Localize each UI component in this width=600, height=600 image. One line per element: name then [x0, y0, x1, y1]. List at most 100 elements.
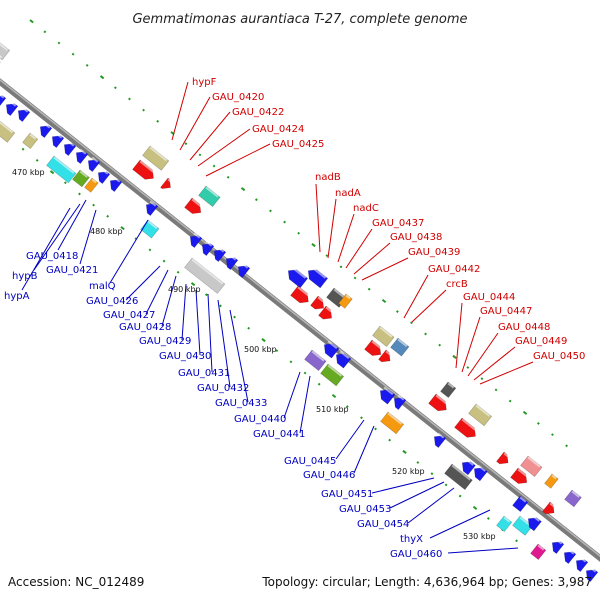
gene-feature — [527, 514, 542, 532]
gene-label[interactable]: GAU_0451 — [321, 489, 373, 500]
gene-feature — [84, 177, 99, 193]
gene-highlight — [379, 326, 393, 338]
ruler-tick — [261, 338, 266, 343]
gene-label[interactable]: GAU_0442 — [428, 264, 480, 275]
leader-line — [337, 213, 355, 263]
gene-feature — [512, 495, 529, 513]
gene-label[interactable]: GAU_0438 — [390, 232, 442, 243]
gene-label[interactable]: GAU_0440 — [234, 414, 286, 425]
gene-feature — [563, 548, 577, 565]
gene-feature — [87, 156, 101, 173]
gene-feature — [307, 266, 329, 289]
ruler-tick — [63, 181, 67, 185]
gene-feature — [575, 556, 589, 573]
accession-text: Accession: NC_012489 — [8, 575, 144, 589]
gene-label-hypF[interactable]: hypF — [192, 77, 217, 88]
gene-arrow — [201, 243, 215, 257]
gene-label[interactable]: GAU_0418 — [26, 251, 78, 262]
gene-label[interactable]: GAU_0453 — [339, 504, 391, 515]
ruler-tick — [480, 377, 484, 381]
gene-label[interactable]: GAU_0445 — [284, 456, 336, 467]
leader-line — [109, 219, 149, 284]
scale-label: 470 kbp — [12, 168, 45, 177]
gene-highlight — [451, 464, 471, 481]
gene-highlight — [217, 246, 225, 253]
gene-arrow — [0, 117, 16, 143]
gene-label[interactable]: GAU_0429 — [139, 336, 191, 347]
gene-highlight — [43, 122, 51, 129]
gene-highlight — [527, 456, 541, 468]
gene-label-crcB[interactable]: crcB — [446, 279, 468, 290]
gene-label[interactable]: GAU_0422 — [232, 107, 284, 118]
gene-label-hypB[interactable]: hypB — [12, 271, 38, 282]
gene-feature — [468, 403, 493, 427]
gene-label[interactable]: GAU_0430 — [159, 351, 211, 362]
gene-label[interactable]: GAU_0460 — [390, 549, 442, 560]
gene-label[interactable]: GAU_0437 — [372, 218, 424, 229]
gene-label[interactable]: GAU_0454 — [357, 519, 409, 530]
gene-highlight — [53, 156, 75, 174]
gene-highlight — [101, 168, 109, 175]
leader-line — [79, 209, 97, 265]
backbone — [0, 78, 600, 562]
gene-label[interactable]: GAU_0428 — [119, 322, 171, 333]
gene-feature — [496, 451, 511, 465]
gene-label[interactable]: GAU_0441 — [253, 429, 305, 440]
gene-highlight — [297, 286, 311, 298]
gene-label[interactable]: GAU_0439 — [408, 247, 460, 258]
gene-highlight — [55, 132, 63, 139]
gene-label[interactable]: GAU_0420 — [212, 92, 264, 103]
gene-feature — [510, 467, 529, 484]
gene-label[interactable]: GAU_0450 — [533, 351, 585, 362]
gene-highlight — [579, 556, 587, 563]
gene-label[interactable]: GAU_0432 — [197, 383, 249, 394]
leader-line — [315, 183, 321, 253]
gene-label[interactable]: GAU_0431 — [178, 368, 230, 379]
ruler-tick — [212, 164, 216, 168]
ruler-tick — [565, 444, 568, 448]
gene-label[interactable]: GAU_0421 — [46, 265, 98, 276]
scale-label: 530 kbp — [463, 532, 496, 541]
ruler-tick — [219, 304, 222, 308]
ruler-tick — [162, 259, 166, 263]
gene-highlight — [339, 350, 350, 360]
gene-label-nadC[interactable]: nadC — [353, 203, 379, 214]
leader-line — [181, 283, 187, 341]
forward-gene-labels: hypF GAU_0420 GAU_0422 GAU_0424 GAU_0425… — [192, 77, 585, 362]
gene-label[interactable]: GAU_0449 — [515, 336, 567, 347]
gene-label[interactable]: GAU_0433 — [215, 398, 267, 409]
ruler-tick — [374, 427, 377, 431]
gene-label[interactable]: GAU_0424 — [252, 124, 304, 135]
leader-line — [21, 207, 71, 291]
gene-label[interactable]: GAU_0425 — [272, 139, 324, 150]
gene-highlight — [537, 544, 545, 551]
gene-label[interactable]: GAU_0427 — [103, 310, 155, 321]
gene-arrow — [380, 411, 405, 435]
ruler-tick — [204, 293, 208, 297]
gene-feature — [189, 232, 203, 249]
gene-label-malQ[interactable]: malQ — [89, 281, 116, 292]
gene-label[interactable]: GAU_0446 — [303, 470, 355, 481]
gene-arrow — [551, 541, 565, 555]
gene-label[interactable]: GAU_0447 — [480, 306, 532, 317]
scale-label: 490 kbp — [168, 285, 201, 294]
gene-label-nadA[interactable]: nadA — [335, 188, 361, 199]
ruler-tick — [430, 472, 434, 476]
gene-label[interactable]: GAU_0448 — [498, 322, 550, 333]
ruler-tick — [283, 220, 286, 224]
gene-arrow — [87, 159, 101, 173]
gene-highlight — [447, 382, 455, 389]
gene-highlight — [205, 240, 213, 247]
gene-feature — [530, 543, 547, 561]
gene-label-thyX[interactable]: thyX — [400, 534, 423, 545]
ruler-tick — [297, 231, 301, 235]
gene-label-nadB[interactable]: nadB — [315, 172, 341, 183]
gene-highlight — [477, 464, 486, 472]
gene-label[interactable]: GAU_0444 — [463, 292, 515, 303]
gene-label[interactable]: GAU_0426 — [86, 296, 138, 307]
ruler-tick — [269, 209, 272, 213]
gene-arrow — [320, 363, 345, 387]
gene-label-hypA[interactable]: hypA — [4, 291, 30, 302]
leader-line — [353, 242, 391, 275]
ruler-tick — [85, 63, 89, 67]
